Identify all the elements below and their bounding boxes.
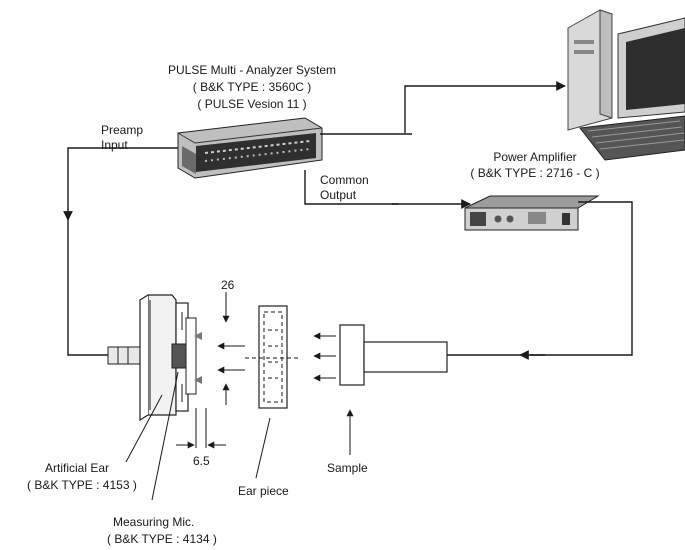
artificial-ear-label-line1: Artificial Ear [45,461,109,475]
analyzer-type: ( B&K TYPE : 3560C ) [193,80,312,94]
measuring-mic-label-line2: ( B&K TYPE : 4134 ) [107,532,217,546]
sound-arrows-left [217,342,245,374]
analyzer-title: PULSE Multi - Analyzer System [168,63,336,77]
dimension-26-label: 26 [221,278,235,292]
ear-piece-label: Ear piece [238,484,289,498]
amplifier-title: Power Amplifier [493,150,576,164]
measuring-mic-label-line1: Measuring Mic. [113,515,194,529]
preamp-label-line2: Input [101,138,128,152]
analyzer-version: ( PULSE Vesion 11 ) [197,97,306,111]
preamp-label-line1: Preamp [101,123,143,137]
artificial-ear-assembly [107,294,202,422]
computer-icon [567,9,685,161]
power-amplifier-unit [464,195,600,231]
wiring [63,81,633,360]
label-pointers [125,371,354,501]
artificial-ear-label-line2: ( B&K TYPE : 4153 ) [27,478,137,492]
sample-receiver [339,324,448,386]
common-output-line1: Common [320,173,369,187]
dimension-6-5-marker [176,408,226,449]
pulse-analyzer-unit [177,117,323,179]
amplifier-type: ( B&K TYPE : 2716 - C ) [470,166,599,180]
dimension-6-5-label: 6.5 [193,454,210,468]
sound-arrows-right [313,332,336,382]
ear-piece [245,305,300,409]
sample-label: Sample [327,461,368,475]
common-output-line2: Output [320,188,357,202]
